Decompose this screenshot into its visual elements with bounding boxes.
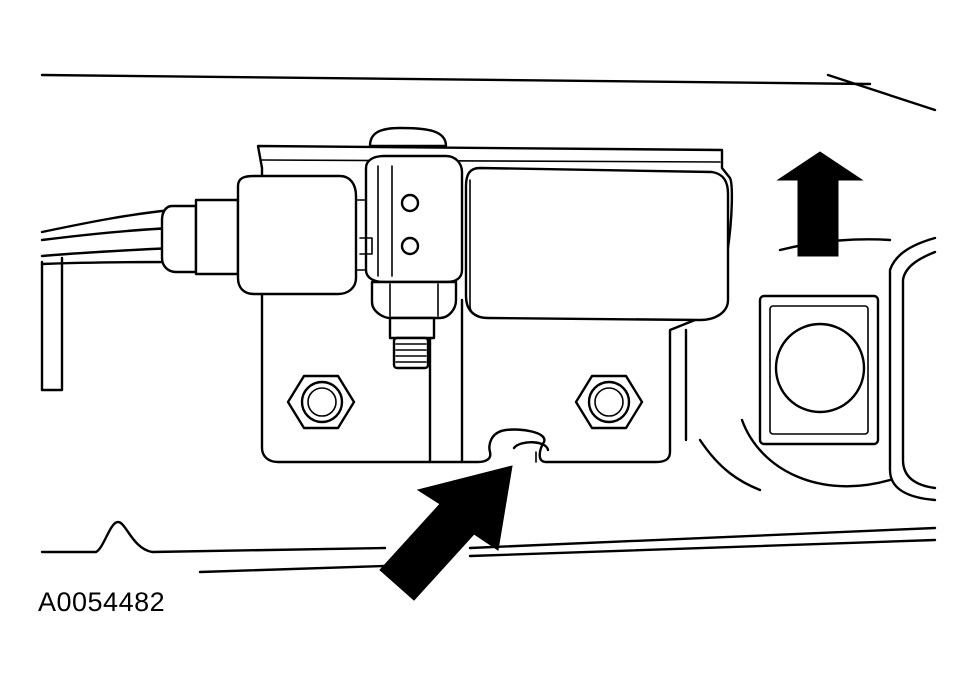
- body-panel: [40, 73, 937, 574]
- wiring-harness: [40, 208, 174, 266]
- arrow-up-icon: [776, 151, 864, 257]
- figure-id-label: A0054482: [38, 587, 166, 617]
- bolt-right: [574, 374, 644, 430]
- top-boss: [368, 126, 448, 148]
- arrow-diagonal-icon: [379, 465, 513, 601]
- mounting-stud: [370, 280, 458, 370]
- terminal-block: [359, 154, 464, 284]
- sensor-body: [464, 166, 730, 322]
- electrical-connector: [160, 174, 367, 296]
- body-bracket-right: [684, 236, 937, 502]
- bolt-left: [286, 374, 356, 430]
